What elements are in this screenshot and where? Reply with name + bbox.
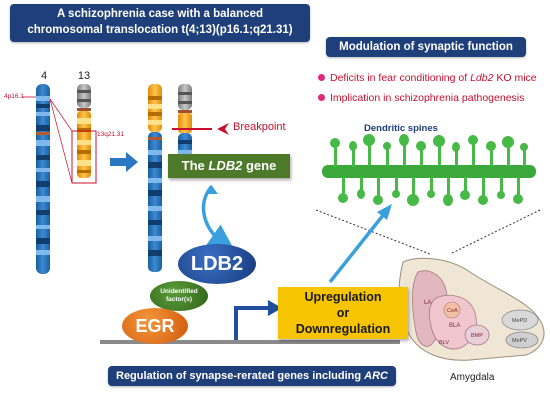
breakpoint-arrowhead	[217, 123, 229, 135]
region-cea: CeA	[447, 308, 458, 314]
title-line-2: chromosomal translocation t(4;13)(p16.1;…	[27, 24, 293, 36]
zoom-line-left	[315, 209, 431, 255]
ldb2-protein: LDB2	[178, 244, 256, 284]
regulation-banner: Regulation of synapse-rerated genes incl…	[108, 366, 396, 386]
egr-protein: EGR	[122, 308, 188, 344]
gene-box-gene: LDB2	[208, 158, 243, 173]
region-la: LA	[424, 300, 431, 306]
zoom-line-right	[449, 209, 541, 255]
gene-to-protein-arrow	[201, 184, 236, 253]
modulation-title: Modulation of synaptic function	[339, 41, 513, 53]
translocation-arrow	[110, 152, 138, 172]
region-mepv: MePV	[512, 338, 527, 344]
regulation-box: Upregulation or Downregulation	[278, 287, 408, 339]
ldb2-protein-label: LDB2	[190, 253, 244, 275]
bullet-dot-icon	[318, 93, 325, 101]
bullet-1-prefix: Deficits in fear conditioning of	[330, 72, 471, 84]
modulation-banner: Modulation of synaptic function	[326, 37, 526, 57]
regulation-line-1: Upregulation	[304, 290, 382, 304]
dendritic-spines-label: Dendritic spines	[364, 123, 438, 134]
regulation-banner-gene: ARC	[364, 370, 388, 382]
title-line-1: A schizophrenia case with a balanced	[56, 8, 263, 20]
chromosome-4	[22, 84, 50, 274]
amygdala-illustration: LA CeA BLA BMP BLV MePD MePV	[398, 257, 545, 361]
bullet-1-suffix: KO mice	[493, 72, 537, 84]
region-mepd: MePD	[512, 318, 527, 324]
derivative-chromosome-4	[148, 84, 162, 272]
bullet-dot-icon	[318, 73, 325, 81]
band-4p16-label: 4p16.1	[4, 93, 24, 100]
regulation-banner-text: Regulation of synapse-rerated genes incl…	[116, 370, 365, 382]
gene-box-suffix: gene	[242, 158, 277, 173]
chromosome-13	[49, 84, 97, 184]
region-blv: BLV	[439, 340, 449, 346]
gene-box-prefix: The	[181, 158, 209, 173]
region-bla: BLA	[449, 323, 460, 329]
derivative-chromosome-13	[178, 84, 192, 159]
amygdala-caption: Amygdala	[450, 372, 495, 383]
ldb2-gene-box: The LDB2 gene	[168, 154, 290, 178]
bullet-2-text: Implication in schizophrenia pathogenesi…	[330, 92, 525, 104]
breakpoint-label: Breakpoint	[233, 121, 286, 133]
bullet-1-gene: Ldb2	[470, 72, 494, 84]
regulation-line-3: Downregulation	[295, 322, 391, 336]
dendrite-shape	[322, 134, 536, 206]
egr-protein-label: EGR	[135, 316, 175, 336]
bullet-fear-conditioning: Deficits in fear conditioning of Ldb2 KO…	[318, 72, 537, 84]
unidentified-factor: Unidentified factor(s)	[150, 281, 208, 311]
regulation-line-2: or	[336, 306, 350, 320]
chromosome-4-label: 4	[40, 70, 48, 82]
bullet-schizophrenia: Implication in schizophrenia pathogenesi…	[318, 92, 524, 104]
unidentified-line-1: Unidentified	[160, 288, 198, 295]
region-bmp: BMP	[471, 333, 483, 339]
regulation-to-spine-arrow	[328, 212, 386, 284]
unidentified-line-2: factor(s)	[165, 296, 192, 303]
chromosome-13-label: 13	[77, 70, 91, 82]
band-13q21-label: 13q21.31	[97, 131, 125, 138]
transcription-arrow	[234, 306, 268, 340]
title-banner: A schizophrenia case with a balanced chr…	[10, 4, 310, 42]
